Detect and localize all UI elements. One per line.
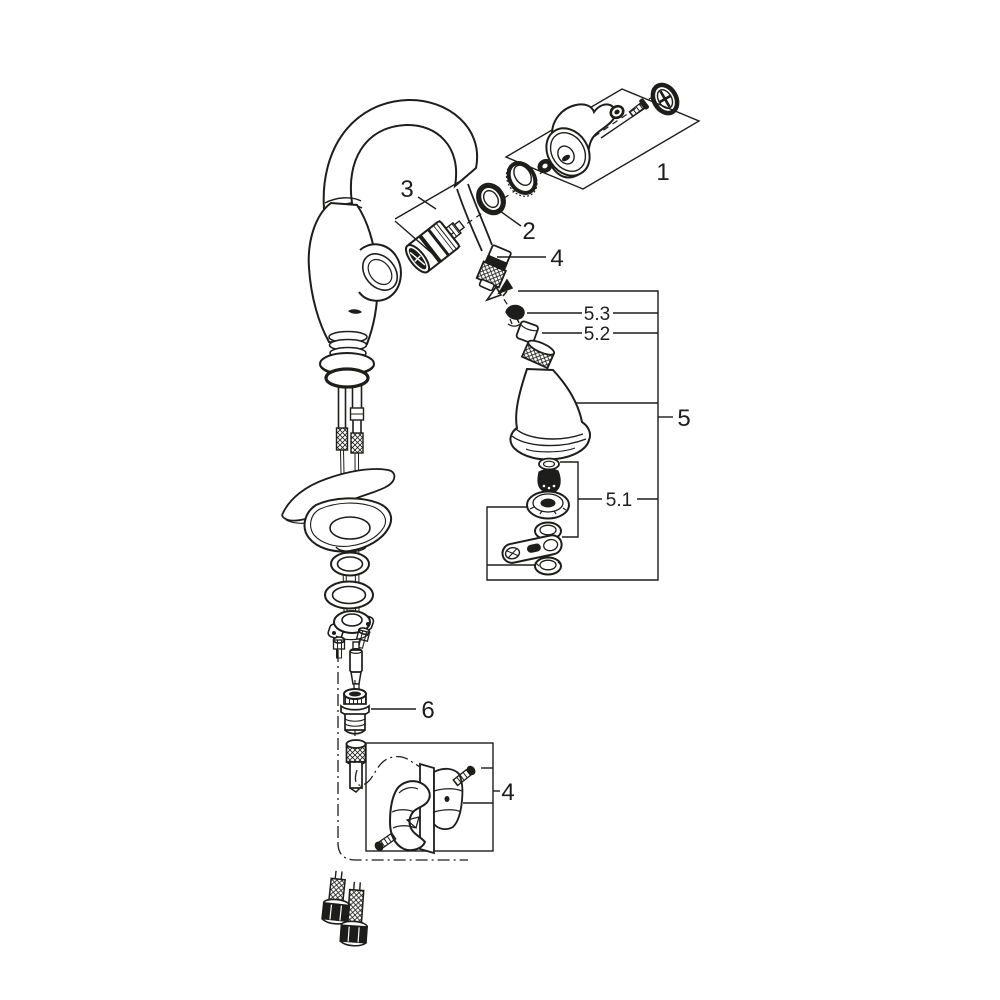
group-5-bracket — [486, 290, 673, 581]
threaded-rod — [349, 641, 363, 691]
faucet-body — [307, 98, 479, 389]
seal-5-3-part — [505, 304, 525, 327]
holder-leader-lines — [463, 767, 500, 804]
handle-assembly — [476, 82, 701, 216]
o-ring-upper — [330, 551, 370, 577]
holder-screw-bottom — [374, 832, 397, 852]
base-gasket — [303, 497, 393, 553]
hose-fitting — [475, 244, 512, 292]
pullout-hose — [456, 183, 512, 292]
dome-ring — [505, 161, 538, 197]
base-ring — [324, 367, 370, 389]
spout-arc — [322, 98, 479, 211]
flange-screw-right — [355, 627, 371, 649]
cap-ring-part — [476, 182, 506, 216]
restrictor-5-2-part — [515, 320, 539, 344]
spray-o-ring — [538, 457, 560, 471]
callout-leader-lines — [371, 178, 546, 710]
callout-5-1-label: 5.1 — [606, 490, 632, 511]
quick-coupling-part — [340, 688, 370, 735]
callout-1-label: 1 — [656, 159, 669, 186]
callout-6-label: 6 — [421, 697, 434, 724]
callout-4-bottom-label: 4 — [501, 779, 514, 806]
callout-labels: 1 2 3 4 5 5.1 5.2 5.3 6 4 — [400, 159, 690, 806]
callout-2-label: 2 — [522, 218, 535, 245]
deck-plate — [281, 468, 396, 522]
hose-holder-assembly — [365, 742, 500, 855]
brand-mark — [348, 309, 362, 314]
supply-end-left — [321, 870, 351, 925]
holder-logo-mark — [405, 816, 420, 830]
holder-screw-top — [452, 765, 476, 787]
callout-4-top-label: 4 — [550, 245, 563, 272]
callout-5-2-label: 5.2 — [584, 324, 610, 345]
handle-cap-icon — [650, 82, 680, 116]
handle-screw — [628, 98, 649, 118]
check-valve-part — [484, 278, 514, 302]
holder-hook — [388, 780, 431, 852]
sprayer-face-disc — [526, 490, 570, 520]
supply-hose-ends — [321, 870, 369, 947]
spray-head-collar — [520, 339, 556, 370]
callout-3-label: 3 — [400, 176, 413, 203]
cartridge-part — [404, 219, 466, 274]
supply-end-right — [339, 881, 369, 947]
callout-5-label: 5 — [677, 405, 690, 432]
hose-routing-line — [337, 650, 468, 861]
hose-connector-part — [345, 739, 367, 793]
callout-5-3-label: 5.3 — [584, 304, 610, 325]
spray-head-assembly — [484, 278, 673, 581]
flange-screw-left — [332, 636, 346, 659]
spray-lever-arm — [501, 534, 563, 564]
mounting-stack — [281, 386, 396, 691]
o-ring-lower — [324, 580, 374, 610]
